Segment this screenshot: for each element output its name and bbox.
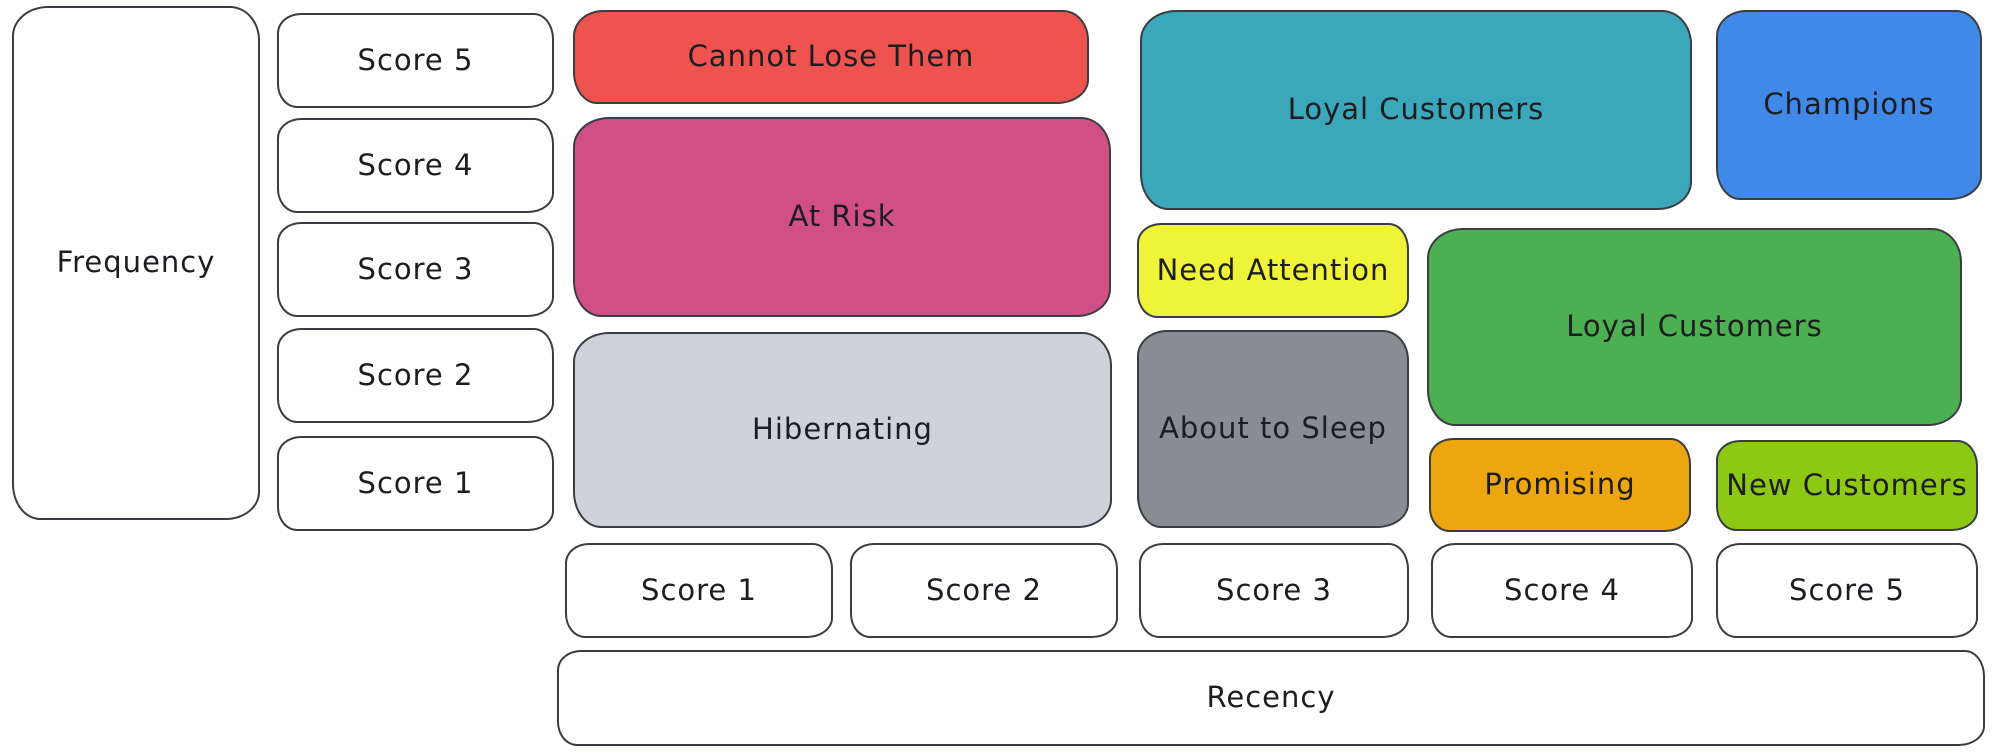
segment-promising: Promising — [1429, 438, 1691, 532]
segment-promising-label: Promising — [1484, 467, 1636, 502]
recency-score-4-box: Score 4 — [1431, 543, 1693, 638]
recency-score-2-box: Score 2 — [850, 543, 1118, 638]
frequency-score-2-label: Score 2 — [357, 357, 474, 392]
segment-champions: Champions — [1716, 10, 1982, 200]
segment-about-to-sleep: About to Sleep — [1137, 330, 1409, 528]
segment-new-customers-label: New Customers — [1726, 467, 1968, 502]
frequency-axis-box: Frequency — [12, 6, 260, 520]
segment-at-risk: At Risk — [573, 117, 1111, 317]
recency-score-5-box: Score 5 — [1716, 543, 1978, 638]
frequency-score-5-box: Score 5 — [277, 13, 554, 108]
segment-cannot-lose-them: Cannot Lose Them — [573, 10, 1089, 104]
recency-score-5-label: Score 5 — [1789, 572, 1905, 607]
recency-axis-box: Recency — [557, 650, 1985, 746]
frequency-score-4-label: Score 4 — [357, 147, 474, 182]
segment-new-customers: New Customers — [1716, 440, 1978, 531]
recency-score-2-label: Score 2 — [926, 572, 1042, 607]
frequency-score-1-box: Score 1 — [277, 436, 554, 531]
recency-score-4-label: Score 4 — [1504, 572, 1620, 607]
segment-about-to-sleep-label: About to Sleep — [1159, 411, 1387, 446]
recency-axis-label: Recency — [1206, 680, 1336, 715]
segment-hibernating-label: Hibernating — [752, 412, 933, 447]
recency-score-3-box: Score 3 — [1139, 543, 1409, 638]
frequency-score-3-label: Score 3 — [357, 251, 474, 286]
segment-loyal-customers-top-label: Loyal Customers — [1287, 92, 1545, 127]
frequency-score-3-box: Score 3 — [277, 222, 554, 317]
frequency-score-1-label: Score 1 — [357, 465, 474, 500]
frequency-score-2-box: Score 2 — [277, 328, 554, 423]
segment-cannot-lose-them-label: Cannot Lose Them — [687, 39, 975, 74]
segment-loyal-customers-mid-label: Loyal Customers — [1566, 309, 1823, 344]
segment-loyal-customers-mid: Loyal Customers — [1427, 228, 1962, 426]
recency-score-3-label: Score 3 — [1216, 572, 1332, 607]
segment-champions-label: Champions — [1763, 87, 1935, 122]
segment-need-attention-label: Need Attention — [1156, 252, 1390, 287]
segment-loyal-customers-top: Loyal Customers — [1140, 10, 1692, 210]
recency-score-1-box: Score 1 — [565, 543, 833, 638]
frequency-axis-label: Frequency — [56, 245, 216, 280]
frequency-score-4-box: Score 4 — [277, 118, 554, 213]
recency-score-1-label: Score 1 — [641, 572, 757, 607]
segment-need-attention: Need Attention — [1137, 223, 1409, 318]
segment-at-risk-label: At Risk — [788, 199, 896, 234]
frequency-score-5-label: Score 5 — [357, 42, 474, 77]
segment-hibernating: Hibernating — [573, 332, 1112, 528]
